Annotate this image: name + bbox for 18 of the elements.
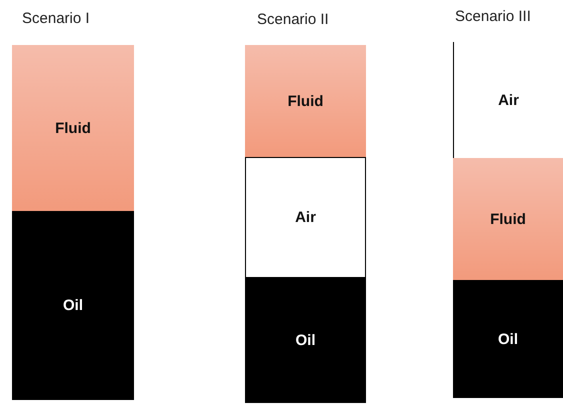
oil-layer bbox=[453, 280, 563, 398]
oil-layer bbox=[12, 211, 134, 400]
layer-label: Fluid bbox=[490, 210, 526, 228]
layer-label: Oil bbox=[295, 332, 316, 348]
scenario-title: Scenario III bbox=[455, 8, 531, 25]
layer-label: Oil bbox=[62, 297, 83, 314]
layer-label: Fluid bbox=[55, 120, 91, 136]
layer-label: Air bbox=[498, 92, 519, 108]
fluid-layer bbox=[453, 158, 563, 280]
scenario-title: Scenario II bbox=[257, 11, 329, 28]
layer-label: Fluid bbox=[288, 92, 324, 110]
fluid-layer bbox=[12, 45, 134, 211]
layer-label: Air bbox=[295, 209, 316, 226]
air-layer bbox=[245, 157, 366, 278]
fluid-layer bbox=[245, 45, 366, 157]
scenario-title: Scenario I bbox=[22, 10, 90, 27]
oil-layer bbox=[245, 277, 366, 403]
layer-label: Oil bbox=[498, 330, 518, 348]
